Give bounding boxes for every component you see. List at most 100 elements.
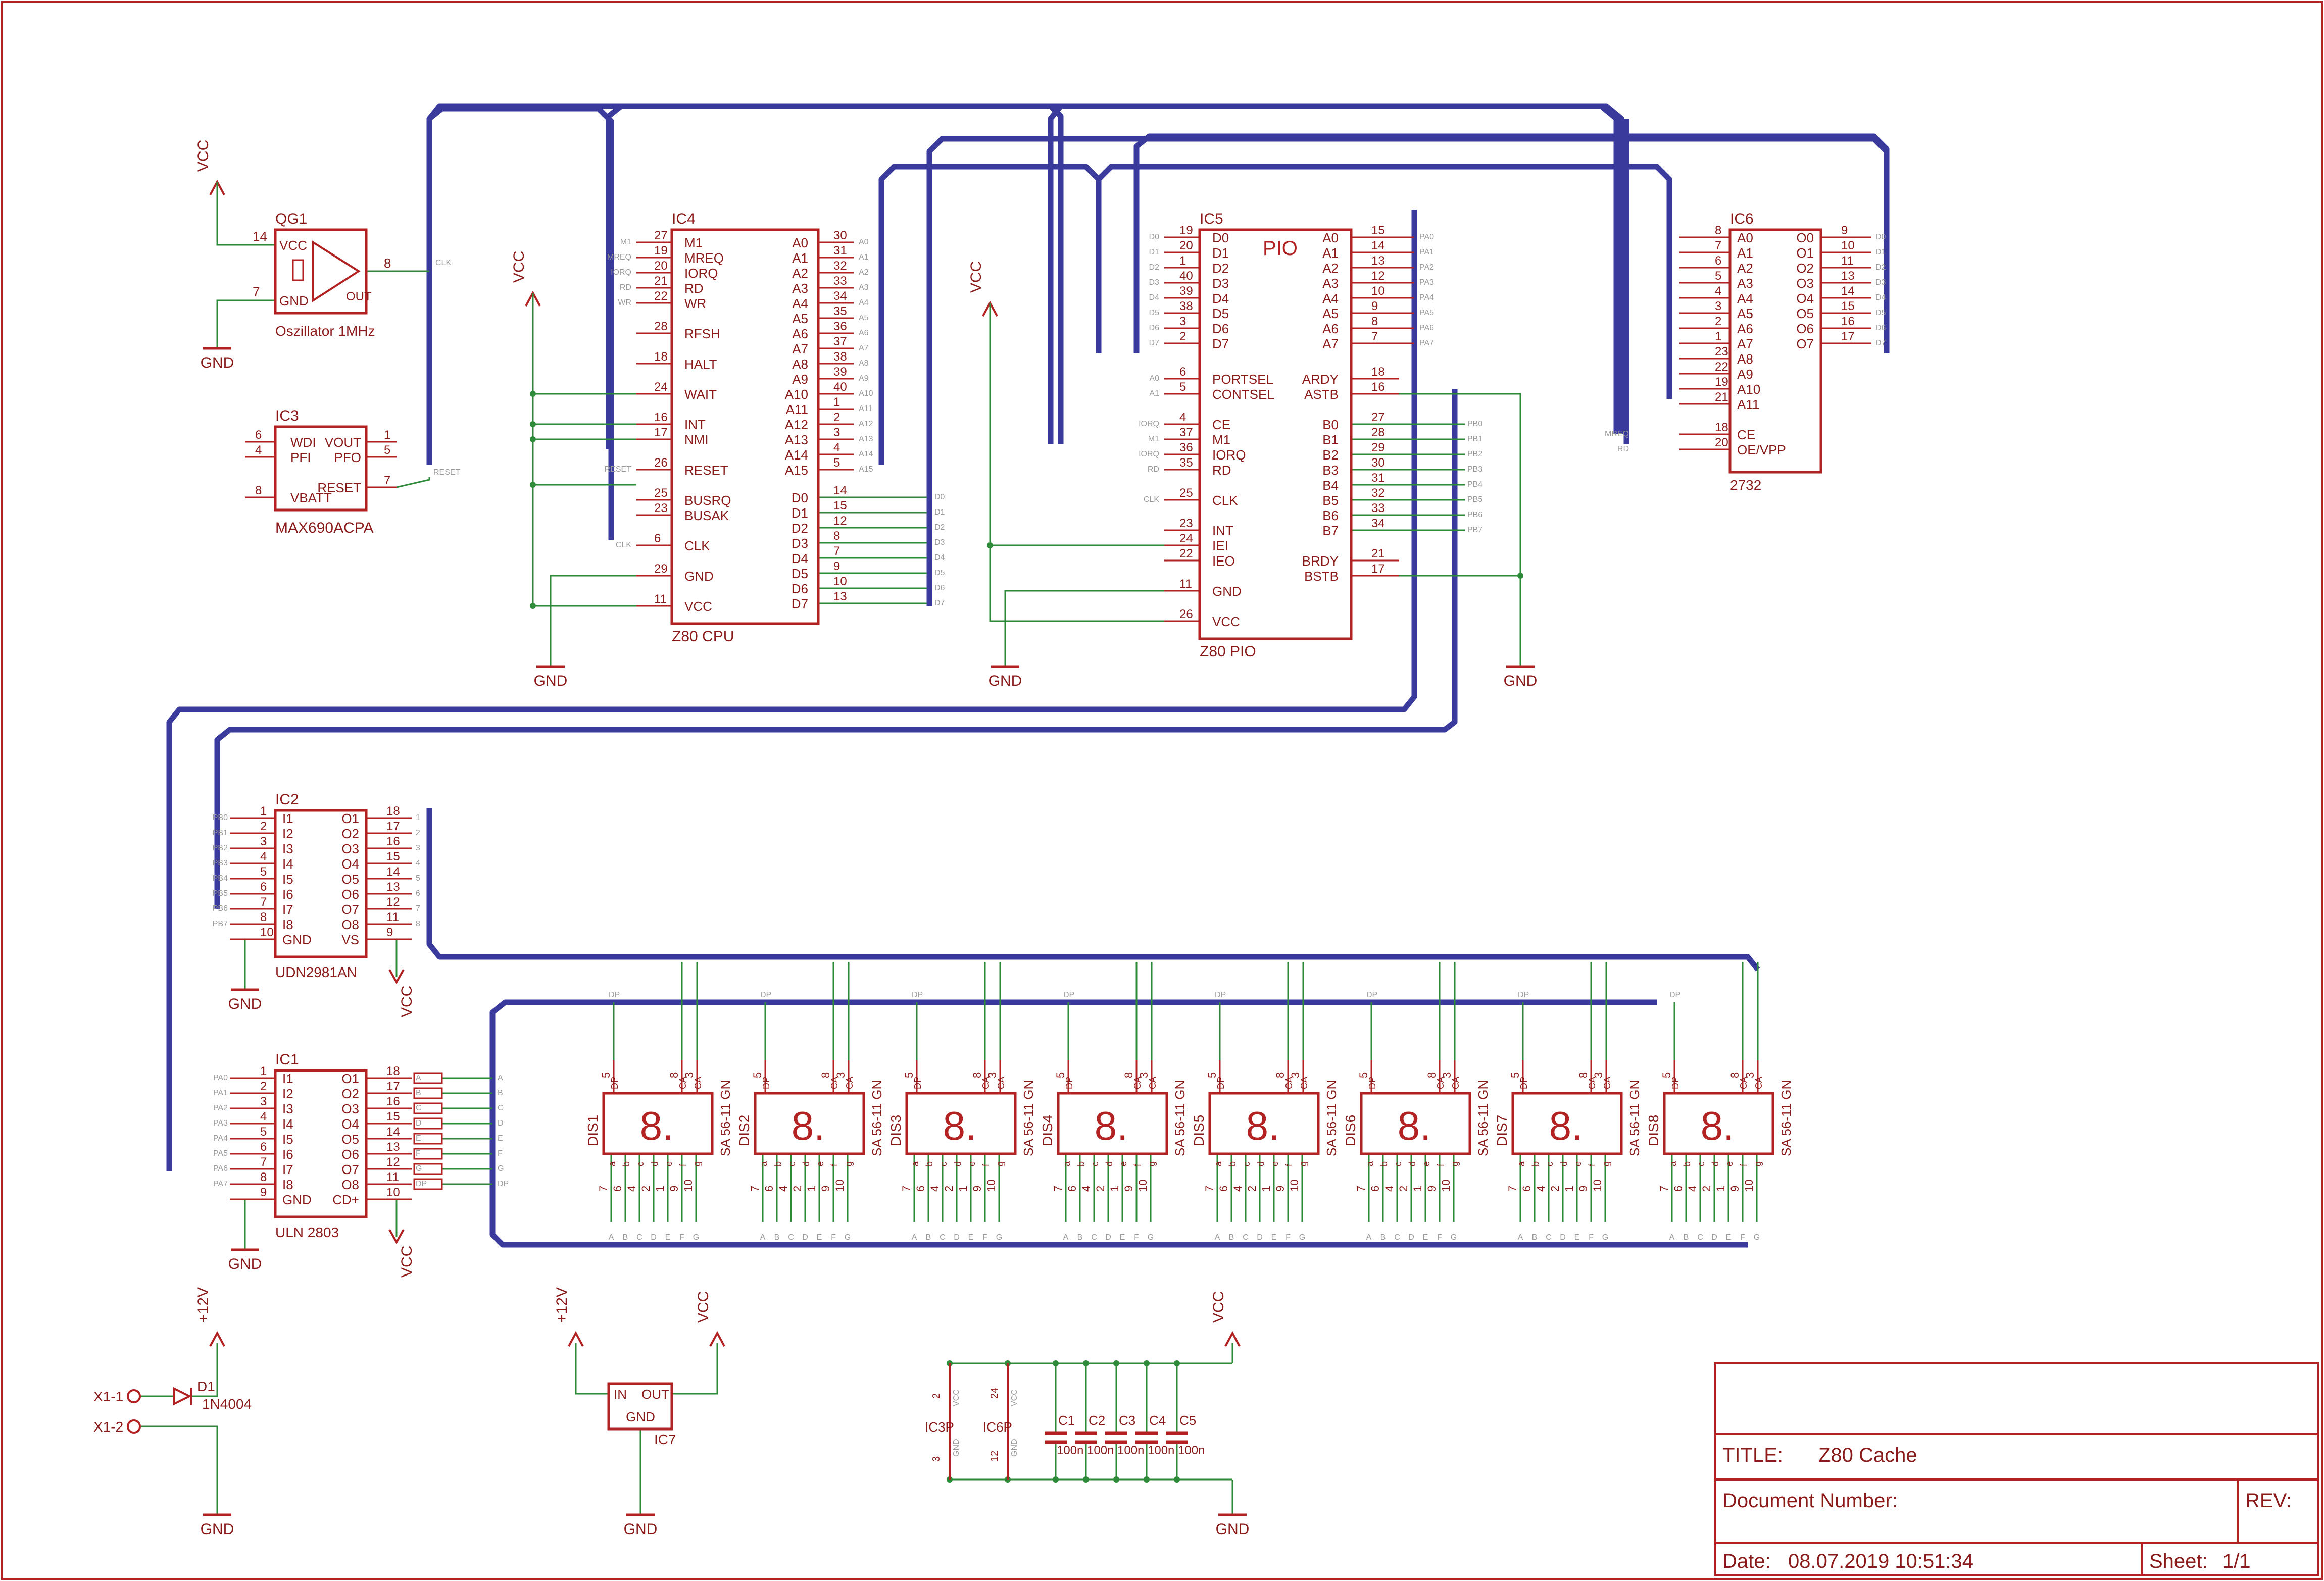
ic2-pin: I6 bbox=[282, 887, 293, 902]
ic4-pinnum: 37 bbox=[833, 335, 847, 348]
ic6-pinnum: 18 bbox=[1715, 421, 1728, 434]
ic4-pin: IORQ bbox=[684, 266, 718, 281]
ic4-pinnum: 20 bbox=[654, 259, 668, 273]
ic6-pinnum: 21 bbox=[1715, 390, 1728, 404]
ic6p-pin-label: GND bbox=[1010, 1439, 1019, 1457]
ic4-value: Z80 CPU bbox=[672, 628, 734, 645]
net-label: D bbox=[498, 1119, 504, 1128]
net-label: PA7 bbox=[1419, 339, 1434, 347]
ic2-pinnum: 8 bbox=[260, 910, 267, 924]
ic4-pin: INT bbox=[684, 417, 706, 432]
display-pinnum: 1 bbox=[957, 1186, 969, 1192]
net-label: B bbox=[1077, 1233, 1083, 1242]
net-label: A3 bbox=[859, 283, 869, 292]
ic5-pin: D7 bbox=[1212, 336, 1229, 351]
junction-dot bbox=[1517, 573, 1523, 579]
ic5-body bbox=[1198, 228, 1353, 640]
ic7-name: IC7 bbox=[654, 1432, 676, 1447]
ic2-pin: I1 bbox=[282, 811, 293, 826]
net-label: A2 bbox=[859, 268, 869, 277]
net-label: D4 bbox=[1149, 293, 1160, 302]
ic3-name: IC3 bbox=[275, 407, 299, 424]
ic2-pin: I2 bbox=[282, 826, 293, 841]
net-label: 5 bbox=[416, 874, 420, 883]
ic3-pin: WDI bbox=[290, 435, 316, 450]
revision-label: REV: bbox=[2245, 1490, 2292, 1512]
net-label: A bbox=[1063, 1233, 1069, 1242]
ic1-pin: I6 bbox=[282, 1147, 293, 1162]
net-label: A5 bbox=[859, 314, 869, 322]
ic6-pin: O5 bbox=[1796, 306, 1814, 321]
junction-dot bbox=[1083, 1360, 1089, 1366]
display-pin: e bbox=[1573, 1161, 1583, 1166]
display-pin: d bbox=[801, 1161, 811, 1166]
net-label: D5 bbox=[1149, 309, 1160, 317]
display-pin: a bbox=[607, 1161, 617, 1166]
net-label: A11 bbox=[859, 404, 872, 413]
d1-12v-label: +12V bbox=[195, 1287, 212, 1323]
ic6-pin: A2 bbox=[1737, 261, 1753, 276]
ic6-pinnum: 23 bbox=[1715, 345, 1728, 359]
ic2-pin: I4 bbox=[282, 856, 293, 872]
ic2-pinnum: 17 bbox=[386, 820, 400, 833]
ic4-pinnum: 36 bbox=[833, 320, 847, 333]
display-pinnum: 3 bbox=[1441, 1072, 1453, 1078]
display-pin: a bbox=[1213, 1161, 1223, 1166]
display-pin: CA bbox=[1451, 1077, 1461, 1089]
display-pin: a bbox=[1668, 1161, 1678, 1166]
net-label: D7 bbox=[1875, 339, 1886, 347]
net-label: DP bbox=[1518, 991, 1529, 999]
ic5-pin: D6 bbox=[1212, 321, 1229, 336]
display-digit-glyph: 8. bbox=[1398, 1103, 1431, 1148]
ic4-pin: D1 bbox=[792, 505, 808, 521]
ic4-pin: A15 bbox=[785, 463, 808, 478]
net-label: G bbox=[845, 1233, 851, 1242]
x1-1-label: X1-1 bbox=[93, 1389, 123, 1404]
ic3-pinnum: 7 bbox=[384, 474, 390, 487]
ic1-pin: O6 bbox=[341, 1147, 359, 1162]
net-label: 2 bbox=[416, 829, 420, 837]
ic1-pin: I8 bbox=[282, 1177, 293, 1192]
net-label: B bbox=[498, 1089, 503, 1097]
net-label: A9 bbox=[859, 374, 869, 383]
ic5-pin: D3 bbox=[1212, 276, 1229, 291]
net-label: E bbox=[1574, 1233, 1580, 1242]
net-label: C bbox=[1546, 1233, 1552, 1242]
ic5-pinnum: 3 bbox=[1179, 315, 1186, 328]
display-pin: f bbox=[1284, 1163, 1294, 1166]
display-pinnum: 5 bbox=[1660, 1072, 1673, 1078]
ic1-pinnum: 2 bbox=[260, 1080, 267, 1093]
wire bbox=[191, 1343, 218, 1397]
net-label: PB6 bbox=[1467, 511, 1482, 519]
net-label: PA3 bbox=[213, 1119, 228, 1128]
ic5-pin: B4 bbox=[1322, 478, 1339, 493]
net-label: 1 bbox=[416, 813, 420, 822]
ic5-pin: D1 bbox=[1212, 245, 1229, 261]
d1-name: D1 bbox=[197, 1379, 215, 1394]
series-resistor bbox=[413, 1102, 443, 1114]
net-label: PB7 bbox=[1467, 526, 1482, 534]
junction-dot bbox=[1144, 1360, 1150, 1366]
ic4-pinnum: 15 bbox=[833, 499, 847, 513]
ic4-pin: D5 bbox=[792, 566, 808, 581]
ic5-pinnum: 1 bbox=[1179, 254, 1186, 268]
display-pin: CA bbox=[678, 1077, 688, 1089]
display-part: SA 56-11 GN bbox=[1021, 1080, 1036, 1156]
display-pinnum: 3 bbox=[1138, 1072, 1150, 1078]
ic2-pinnum: 4 bbox=[260, 850, 267, 863]
series-resistor bbox=[413, 1087, 443, 1099]
display-pin: DP bbox=[1064, 1077, 1074, 1089]
net-label: D3 bbox=[1149, 278, 1160, 287]
bus-addr-ic6 bbox=[1097, 164, 1672, 399]
net-label: IORQ bbox=[1139, 420, 1159, 428]
display-1-body bbox=[602, 1092, 714, 1155]
display-pin: c bbox=[1393, 1162, 1403, 1166]
bus-digits bbox=[426, 808, 1760, 972]
display-digit-glyph: 8. bbox=[1549, 1103, 1583, 1148]
ic5-pin: CE bbox=[1212, 417, 1230, 432]
display-pinnum: 10 bbox=[833, 1180, 846, 1192]
ic5-pin: GND bbox=[1212, 584, 1242, 599]
ic1-pin: O3 bbox=[341, 1101, 359, 1116]
connector-x1-2 bbox=[127, 1419, 141, 1434]
display-pinnum: 3 bbox=[834, 1072, 847, 1078]
